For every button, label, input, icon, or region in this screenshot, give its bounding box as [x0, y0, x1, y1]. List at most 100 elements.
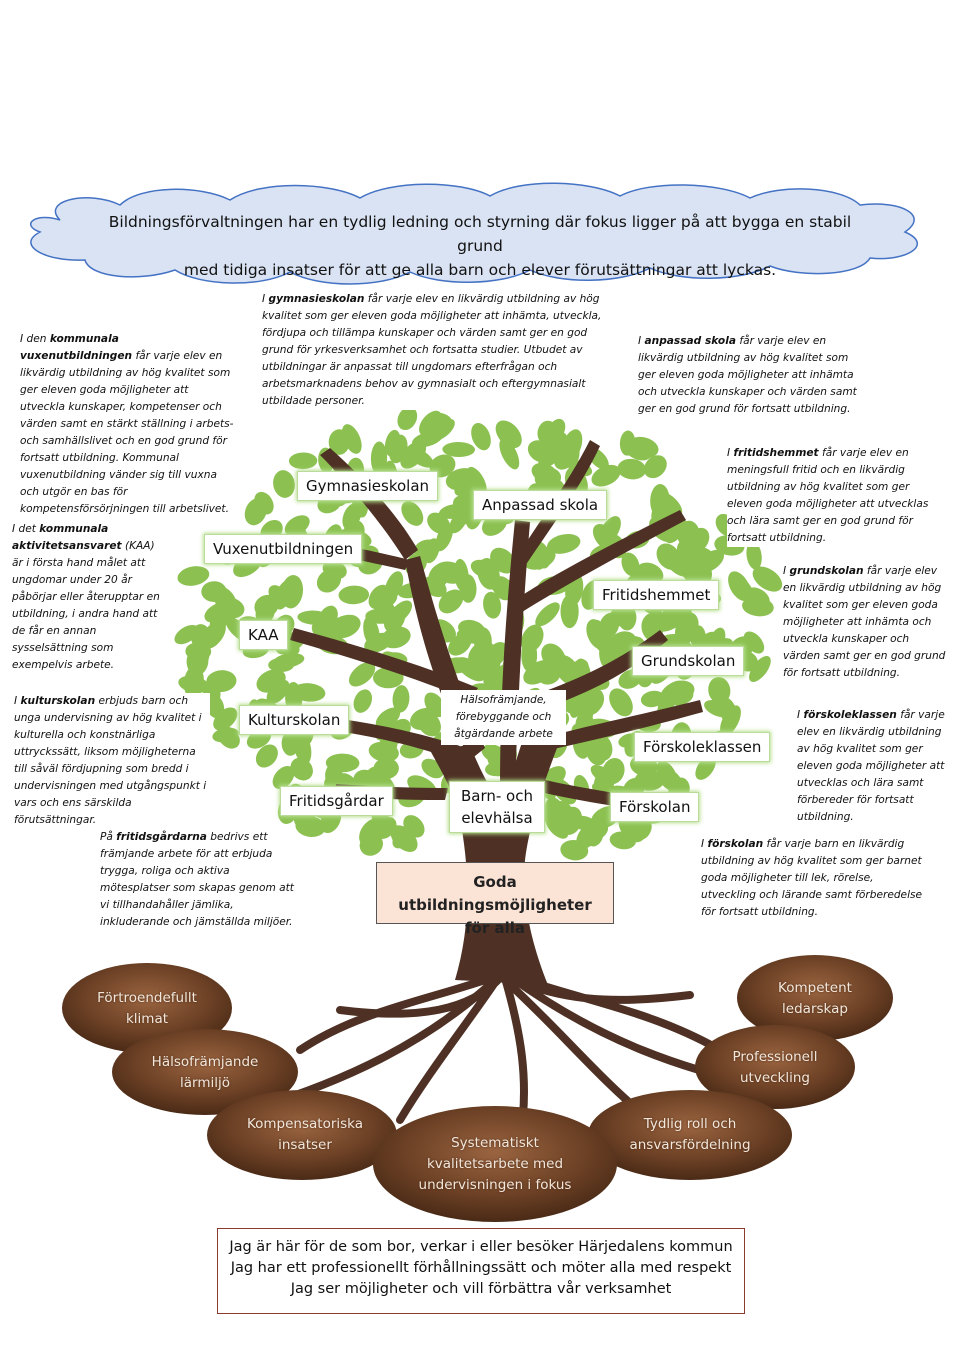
- leaf: [483, 591, 502, 619]
- leaf: [373, 757, 399, 780]
- goal-box: Goda utbildningsmöjligheter för alla: [376, 862, 614, 937]
- central-note-line-1: Hälsofrämjande,: [460, 694, 547, 706]
- leaf: [644, 455, 667, 479]
- label-anpassad-skola: Anpassad skola: [473, 490, 608, 520]
- leaf: [742, 596, 774, 617]
- values-line-2: Jag har ett professionellt förhållningss…: [230, 1260, 732, 1276]
- desc-bold: anpassad skola: [644, 335, 737, 347]
- desc-anpassad-skola: I anpassad skola får varje elev en likvä…: [638, 333, 858, 418]
- leaf: [341, 424, 362, 454]
- root-line: klimat: [125, 1011, 169, 1027]
- root-line: Förtroendefullt: [97, 990, 197, 1006]
- desc-rest: får varje elev en likvärdig utbildning a…: [797, 709, 945, 823]
- leaf: [281, 731, 299, 756]
- goal-line-2: för alla: [465, 919, 525, 937]
- desc-pre: I: [797, 709, 804, 721]
- leaf: [244, 498, 267, 526]
- leaf: [424, 692, 446, 718]
- leaf: [204, 601, 234, 623]
- leaf: [268, 657, 295, 673]
- leaf: [438, 589, 464, 614]
- cloud-shape: [29, 182, 919, 285]
- leaf: [174, 624, 199, 645]
- leaf: [212, 727, 239, 743]
- leaf: [640, 690, 665, 708]
- desc-bold: fritidshemmet: [733, 447, 819, 459]
- goal-line-1: Goda utbildningsmöjligheter: [398, 873, 592, 914]
- label-vuxenutbildningen: Vuxenutbildningen: [204, 534, 363, 564]
- leaf: [708, 676, 731, 704]
- desc-forskolan: I förskolan får varje barn en likvärdig …: [701, 836, 923, 921]
- leaf: [266, 679, 290, 704]
- leaf: [178, 675, 209, 693]
- central-note: Hälsofrämjande, förebyggande och åtgärda…: [441, 690, 566, 745]
- desc-pre: I det: [12, 523, 40, 535]
- leaf: [656, 543, 681, 570]
- root-line: Tydlig roll och: [643, 1116, 737, 1132]
- desc-rest: (KAA) är i första hand målet att ungdoma…: [12, 540, 160, 671]
- desc-bold: förskoleklassen: [803, 709, 897, 721]
- root-line: Kompetent: [778, 980, 852, 996]
- central-note-line-3: åtgärdande arbete: [454, 728, 553, 740]
- label-forskolan: Förskolan: [610, 792, 700, 822]
- root-systematiskt-kvalitetsarbete: Systematiskt kvalitetsarbete med undervi…: [395, 1133, 595, 1196]
- cloud-line-2: med tidiga insatser för att ge alla barn…: [183, 261, 777, 279]
- leaf: [690, 625, 706, 650]
- leaf: [397, 406, 418, 431]
- leaf: [537, 663, 561, 685]
- leaf: [348, 662, 376, 687]
- desc-kaa: I det kommunala aktivitetsansvaret (KAA)…: [12, 521, 162, 674]
- leaf: [272, 766, 295, 789]
- leaf: [521, 624, 544, 653]
- desc-grundskolan: I grundskolan får varje elev en likvärdi…: [783, 563, 946, 682]
- root-kompensatoriska-insatser: Kompensatoriska insatser: [215, 1114, 395, 1156]
- root-professionell-utveckling: Professionell utveckling: [700, 1047, 850, 1089]
- cloud-text: Bildningsförvaltningen har en tydlig led…: [100, 210, 860, 282]
- leaf: [205, 694, 225, 719]
- leaf: [288, 452, 318, 470]
- leaf: [662, 684, 694, 706]
- root-line: insatser: [278, 1137, 332, 1153]
- leaf: [353, 689, 373, 713]
- leaf: [401, 501, 424, 526]
- desc-gymnasieskolan: I gymnasieskolan får varje elev en likvä…: [262, 291, 618, 410]
- desc-bold: fritidsgårdarna: [116, 831, 207, 843]
- root-line: Systematiskt: [451, 1135, 539, 1151]
- desc-bold: förskolan: [707, 838, 764, 850]
- leaf: [316, 569, 342, 593]
- leaf: [541, 643, 566, 670]
- desc-fritidshemmet: I fritidshemmet får varje elev en mening…: [727, 445, 945, 547]
- label-kulturskolan: Kulturskolan: [239, 705, 350, 735]
- leaf: [704, 700, 734, 718]
- leaf: [384, 429, 401, 457]
- leaf: [466, 466, 487, 496]
- label-barn-elevhalsa-line-2: elevhälsa: [461, 809, 533, 827]
- leaf: [547, 533, 581, 554]
- desc-rest: erbjuds barn och unga undervisning av hö…: [14, 695, 207, 826]
- leaf: [405, 446, 434, 468]
- leaf: [676, 538, 703, 561]
- root-fortroendefullt-klimat: Förtroendefullt klimat: [72, 988, 222, 1030]
- leaf: [206, 670, 237, 693]
- leaf: [413, 539, 441, 560]
- leaf: [617, 604, 637, 631]
- desc-rest: får varje elev en likvärdig utbildning a…: [783, 565, 946, 679]
- leaf: [411, 431, 443, 448]
- desc-vuxenutbildning: I den kommunala vuxenutbildningen får va…: [20, 331, 234, 518]
- leaf: [370, 441, 388, 476]
- root-line: Hälsofrämjande: [151, 1054, 259, 1070]
- leaf: [423, 412, 453, 434]
- leaf: [749, 656, 771, 682]
- central-note-line-2: förebyggande och: [455, 711, 552, 723]
- root-line: ansvarsfördelning: [629, 1137, 751, 1153]
- leaf: [542, 431, 568, 454]
- desc-rest: får varje elev en likvärdig utbildning a…: [638, 335, 857, 415]
- leaf: [290, 757, 313, 781]
- leaf: [591, 619, 608, 652]
- desc-fritidsgardar: På fritidsgårdarna bedrivs ett främjande…: [100, 829, 296, 931]
- root-tydlig-roll: Tydlig roll och ansvarsfördelning: [600, 1114, 780, 1156]
- root-line: Professionell: [732, 1049, 818, 1065]
- desc-rest: bedrivs ett främjande arbete för att erb…: [100, 831, 294, 928]
- leaf: [490, 547, 516, 574]
